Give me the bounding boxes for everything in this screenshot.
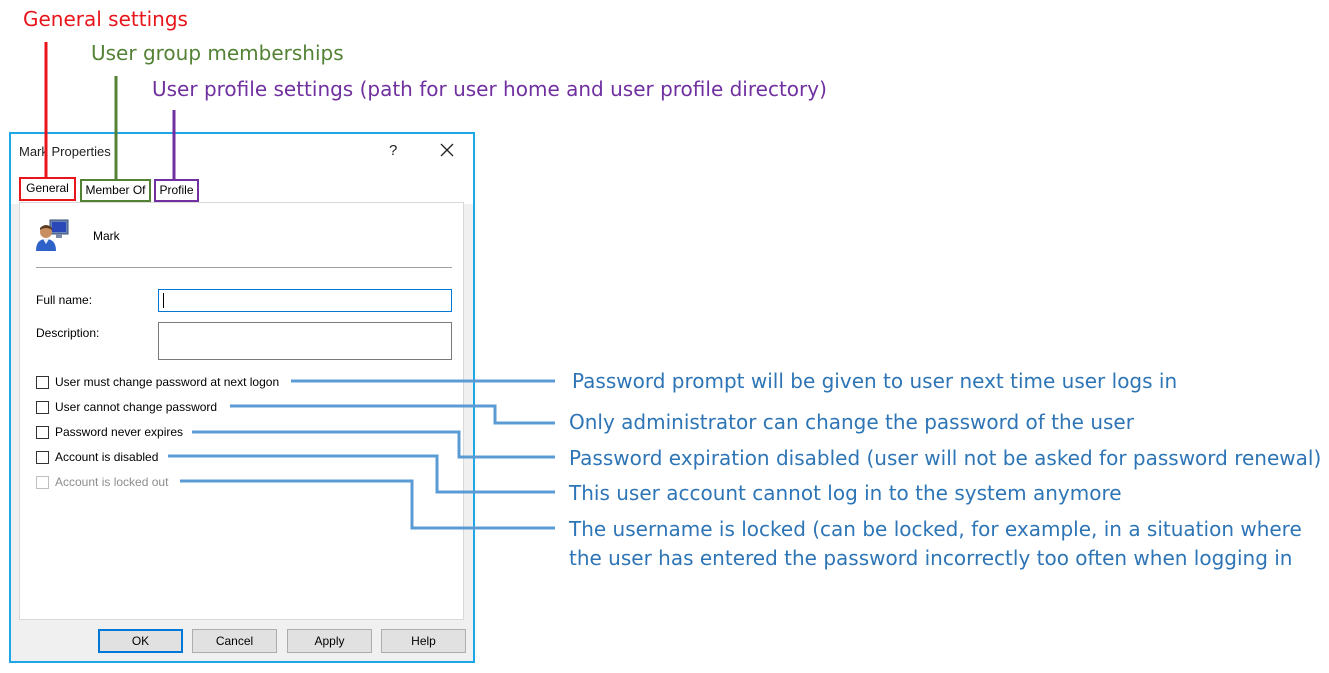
cancel-button[interactable]: Cancel xyxy=(192,629,277,653)
user-name: Mark xyxy=(93,229,120,243)
annotation-general-settings: General settings xyxy=(23,7,188,31)
ok-button[interactable]: OK xyxy=(98,629,183,653)
dialog-titlebar: Mark Properties ? xyxy=(11,134,473,170)
checkbox-label: User cannot change password xyxy=(55,400,218,414)
checkbox-label: Account is disabled xyxy=(55,450,159,464)
callout-cannot-change-password: Only administrator can change the passwo… xyxy=(569,410,1134,434)
text-caret xyxy=(163,293,164,308)
description-input[interactable] xyxy=(158,322,452,360)
tab-profile[interactable]: Profile xyxy=(154,179,199,202)
help-button[interactable]: Help xyxy=(381,629,466,653)
checkbox-label: User must change password at next logon xyxy=(55,375,280,389)
checkbox-box[interactable] xyxy=(36,451,49,464)
callout-password-never-expires: Password expiration disabled (user will … xyxy=(569,446,1322,470)
checkbox-box[interactable] xyxy=(36,426,49,439)
checkbox-label: Account is locked out xyxy=(55,475,169,489)
callout-account-locked-line2: the user has entered the password incorr… xyxy=(569,546,1293,570)
tab-member-of[interactable]: Member Of xyxy=(80,179,151,202)
description-label: Description: xyxy=(36,326,100,340)
checkbox-label: Password never expires xyxy=(55,425,184,439)
close-icon[interactable] xyxy=(437,139,457,161)
full-name-label: Full name: xyxy=(36,293,93,307)
dialog-title: Mark Properties xyxy=(19,144,111,159)
checkbox-box[interactable] xyxy=(36,401,49,414)
full-name-input[interactable] xyxy=(158,289,452,312)
annotation-user-profile-settings: User profile settings (path for user hom… xyxy=(152,77,827,101)
tab-general[interactable]: General xyxy=(19,177,76,201)
checkbox-box[interactable] xyxy=(36,376,49,389)
checkbox-box xyxy=(36,476,49,489)
callout-account-locked-line1: The username is locked (can be locked, f… xyxy=(569,517,1302,541)
general-tab-panel: Mark Full name: Description: User must c… xyxy=(19,202,464,620)
user-icon xyxy=(36,219,69,251)
callout-must-change-password: Password prompt will be given to user ne… xyxy=(572,369,1178,393)
help-question-button[interactable]: ? xyxy=(389,142,398,159)
user-properties-dialog: Mark Properties ? Mark Full name: Descri… xyxy=(9,132,475,663)
annotation-user-group-memberships: User group memberships xyxy=(91,41,344,65)
separator xyxy=(36,267,452,268)
apply-button[interactable]: Apply xyxy=(287,629,372,653)
callout-account-disabled: This user account cannot log in to the s… xyxy=(569,481,1122,505)
